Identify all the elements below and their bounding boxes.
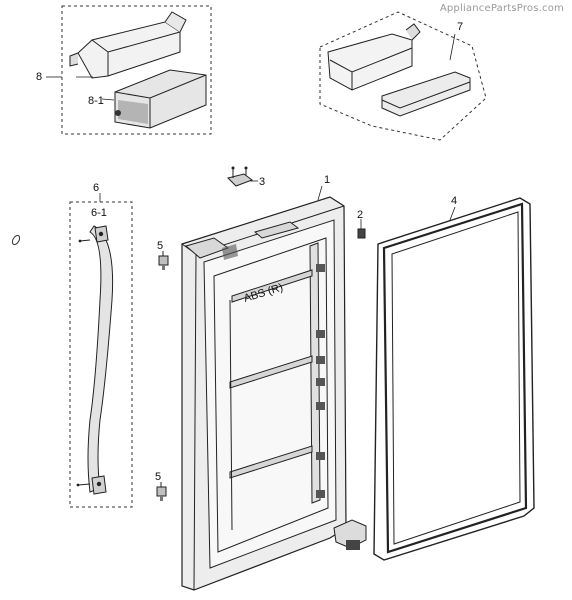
callout-5-upper: 5 xyxy=(157,240,163,252)
shelf-assembly-7 xyxy=(319,11,487,141)
clip-part-2 xyxy=(357,228,366,239)
callout-8: 8 xyxy=(36,71,42,83)
screw-part-5-upper xyxy=(158,251,169,270)
handle-assembly-6 xyxy=(69,201,133,508)
callout-8-1: 8-1 xyxy=(88,95,104,107)
door-assembly-part-1: ABS (R) xyxy=(181,196,367,591)
screw-part-5-lower xyxy=(156,482,167,501)
callout-6-1: 6-1 xyxy=(91,207,107,219)
callout-1: 1 xyxy=(324,174,330,186)
bin-assembly-8 xyxy=(61,5,212,135)
watermark: AppliancePartsPros.com xyxy=(439,3,564,14)
callout-6: 6 xyxy=(93,182,99,194)
gasket-part-4 xyxy=(373,197,535,561)
callout-5-lower: 5 xyxy=(155,471,161,483)
stray-part-mark xyxy=(11,234,21,246)
callout-2: 2 xyxy=(357,209,363,221)
callout-7: 7 xyxy=(457,21,463,33)
bracket-part-3 xyxy=(227,166,254,187)
callout-4: 4 xyxy=(451,195,457,207)
callout-3: 3 xyxy=(259,176,265,188)
